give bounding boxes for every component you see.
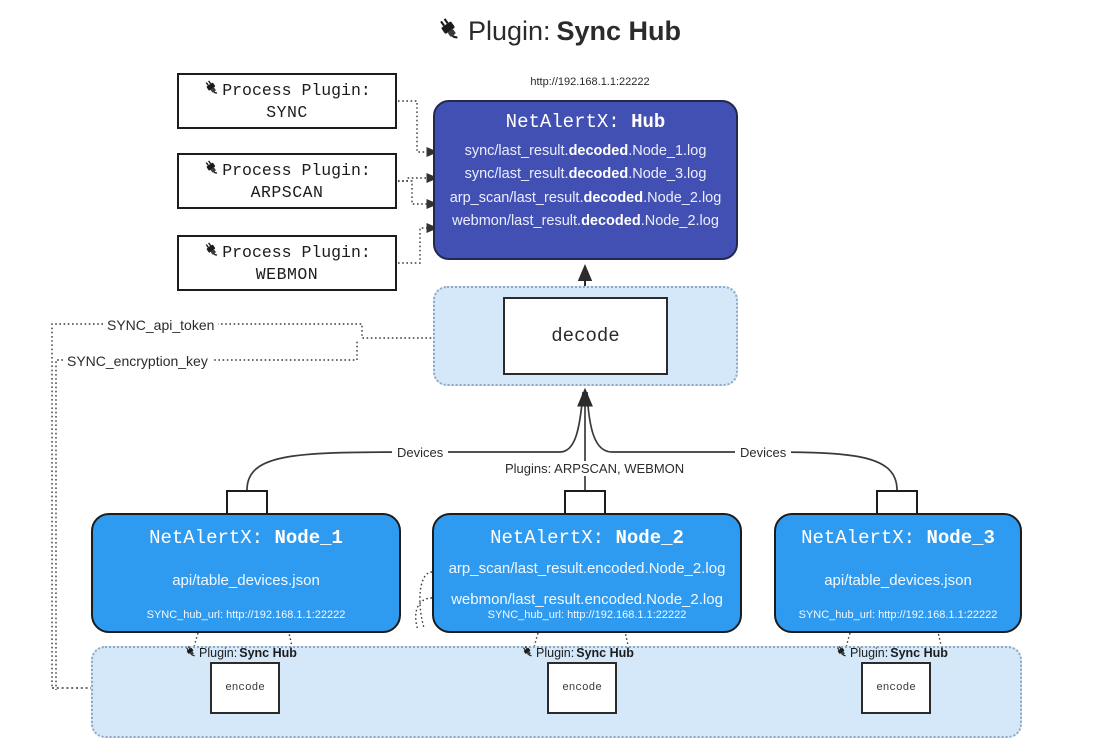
node-2[interactable]: NetAlertX: Node_2 arp_scan/last_result.e… [432, 513, 742, 633]
plug-icon [203, 79, 220, 102]
node-title-prefix: NetAlertX: [801, 527, 916, 549]
decode-box[interactable]: decode [503, 297, 668, 375]
plug-icon [184, 645, 197, 661]
encoder-name: Sync Hub [239, 646, 297, 660]
hub-title-prefix: NetAlertX: [505, 111, 620, 133]
process-plugin-name: ARPSCAN [250, 183, 324, 202]
node-title: NetAlertX: Node_3 [801, 527, 995, 549]
edge-label-devices-right: Devices [735, 445, 792, 460]
process-plugin-label: Process Plugin: [222, 160, 371, 180]
node-3[interactable]: NetAlertX: Node_3 api/table_devices.json… [774, 513, 1022, 633]
node-title: NetAlertX: Node_2 [490, 527, 684, 549]
node-1[interactable]: NetAlertX: Node_1 api/table_devices.json… [91, 513, 401, 633]
sync-encryption-key-label: SYNC_encryption_key [63, 353, 212, 369]
hub-logline: webmon/last_result.decoded.Node_2.log [452, 210, 719, 233]
node-title-prefix: NetAlertX: [490, 527, 605, 549]
node-title-name: Node_3 [926, 527, 995, 549]
encoder-name: Sync Hub [890, 646, 948, 660]
hub-title-name: Hub [631, 111, 666, 133]
plug-icon [203, 159, 220, 182]
node-hub-url: SYNC_hub_url: http://192.168.1.1:22222 [487, 609, 687, 621]
plug-icon [203, 241, 220, 264]
encoder-label: Plugin: [536, 646, 575, 660]
encode-box-1[interactable]: encode [210, 662, 280, 714]
encoder-plugin-label-2: Plugin: Sync Hub [521, 645, 634, 661]
plug-icon [436, 16, 462, 47]
logline-post: .Node_2.log [640, 213, 719, 230]
node-title-name: Node_2 [615, 527, 684, 549]
hub-title: NetAlertX: Hub [506, 111, 666, 133]
encoder-name: Sync Hub [576, 646, 634, 660]
encode-box-2[interactable]: encode [547, 662, 617, 714]
node-line: webmon/last_result.encoded.Node_2.log [451, 591, 723, 609]
logline-pre: webmon/last_result. [452, 213, 582, 230]
logline-mid: decoded [568, 143, 629, 159]
process-plugin-label: Process Plugin: [222, 242, 371, 262]
node-title-prefix: NetAlertX: [149, 527, 264, 549]
logline-mid: decoded [581, 213, 641, 230]
encoder-label: Plugin: [850, 646, 889, 660]
logline-post: .Node_2.log [643, 189, 722, 206]
process-plugin-name: WEBMON [255, 265, 319, 284]
hub-logline: arp_scan/last_result.decoded.Node_2.log [450, 187, 722, 210]
logline-mid: decoded [583, 189, 644, 206]
encode-box-3[interactable]: encode [861, 662, 931, 714]
plug-icon [835, 645, 848, 661]
process-plugin-webmon[interactable]: Process Plugin: WEBMON [177, 235, 397, 291]
encoder-plugin-label-1: Plugin: Sync Hub [184, 645, 297, 661]
edge-label-devices-left: Devices [392, 445, 449, 460]
node-title: NetAlertX: Node_1 [149, 527, 343, 549]
node-line: api/table_devices.json [824, 572, 972, 589]
logline-post: .Node_3.log [628, 166, 707, 183]
logline-post: .Node_1.log [628, 143, 707, 159]
hub-url-label: http://192.168.1.1:22222 [530, 76, 650, 88]
title-name: Sync Hub [556, 16, 682, 46]
page-title: Plugin: Sync Hub [0, 16, 1117, 47]
logline-pre: sync/last_result. [464, 143, 569, 159]
logline-mid: decoded [568, 166, 629, 183]
encoder-label: Plugin: [199, 646, 238, 660]
hub-logline: sync/last_result.decoded.Node_1.log [465, 140, 707, 163]
process-plugin-sync[interactable]: Process Plugin: SYNC [177, 73, 397, 129]
plug-icon [521, 645, 534, 661]
node-hub-url: SYNC_hub_url: http://192.168.1.1:22222 [798, 609, 998, 621]
hub-node[interactable]: NetAlertX: Hub sync/last_result.decoded.… [433, 100, 738, 260]
node-title-name: Node_1 [274, 527, 343, 549]
node-line: api/table_devices.json [172, 572, 320, 589]
title-prefix: Plugin: [467, 16, 551, 46]
encoder-plugin-label-3: Plugin: Sync Hub [835, 645, 948, 661]
hub-logline: sync/last_result.decoded.Node_3.log [465, 163, 707, 186]
edge-label-plugins: Plugins: ARPSCAN, WEBMON [500, 461, 690, 476]
process-plugin-name: SYNC [266, 103, 308, 122]
sync-api-token-label: SYNC_api_token [103, 317, 219, 333]
node-line: arp_scan/last_result.encoded.Node_2.log [448, 560, 726, 577]
process-plugin-arpscan[interactable]: Process Plugin: ARPSCAN [177, 153, 397, 209]
logline-pre: arp_scan/last_result. [449, 189, 584, 206]
logline-pre: sync/last_result. [464, 166, 569, 183]
node-hub-url: SYNC_hub_url: http://192.168.1.1:22222 [146, 609, 346, 621]
process-plugin-label: Process Plugin: [222, 80, 371, 100]
